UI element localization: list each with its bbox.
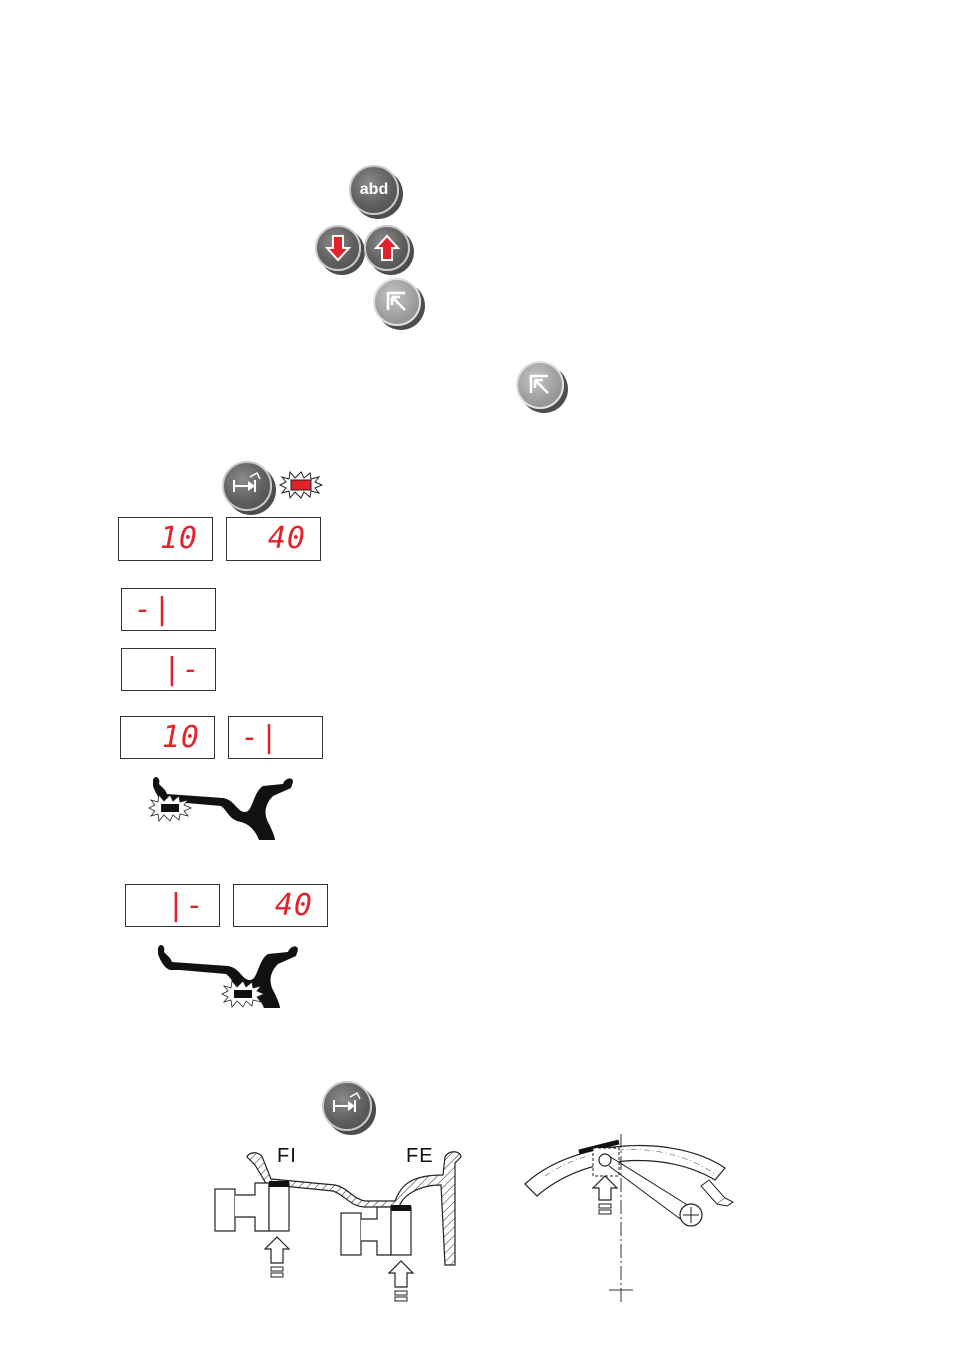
- display-value: -|: [241, 721, 279, 755]
- display-value: |-: [163, 653, 201, 687]
- measure-arm-button-2[interactable]: [322, 1081, 372, 1131]
- measure-arm-icon: [324, 1083, 370, 1129]
- display-value: 40: [275, 889, 313, 923]
- rim-section-diagram: [205, 1145, 470, 1305]
- exit-button-2[interactable]: [516, 361, 564, 409]
- arrow-up-icon: [366, 227, 408, 269]
- blinking-led-icon: [278, 470, 324, 500]
- display-right-1: 40: [226, 517, 321, 561]
- measure-arm-button[interactable]: [222, 461, 272, 511]
- display-value: |-: [167, 889, 205, 923]
- display-left-4: 10: [120, 716, 215, 759]
- display-right-4: -|: [228, 716, 323, 759]
- display-value: 10: [162, 721, 200, 755]
- arrow-down-button[interactable]: [315, 225, 361, 271]
- display-right-5: 40: [233, 884, 328, 927]
- display-value: 40: [268, 522, 306, 556]
- exit-button[interactable]: [373, 278, 421, 326]
- rim-profile-outer-icon: [150, 940, 310, 1010]
- exit-arrow-icon: [375, 280, 419, 324]
- display-left-5: |-: [125, 884, 220, 927]
- display-left-2: -|: [121, 588, 216, 631]
- arrow-up-button[interactable]: [364, 225, 410, 271]
- abd-button[interactable]: abd: [349, 165, 399, 215]
- arc-position-diagram: [515, 1128, 745, 1308]
- measure-arm-icon: [224, 463, 270, 509]
- abd-button-label: abd: [351, 167, 397, 213]
- display-value: -|: [134, 593, 172, 627]
- display-left-3: |-: [121, 648, 216, 691]
- arrow-down-icon: [317, 227, 359, 269]
- display-left-1: 10: [118, 517, 213, 561]
- display-value: 10: [160, 522, 198, 556]
- rim-profile-inner-icon: [145, 772, 305, 842]
- exit-arrow-icon: [518, 363, 562, 407]
